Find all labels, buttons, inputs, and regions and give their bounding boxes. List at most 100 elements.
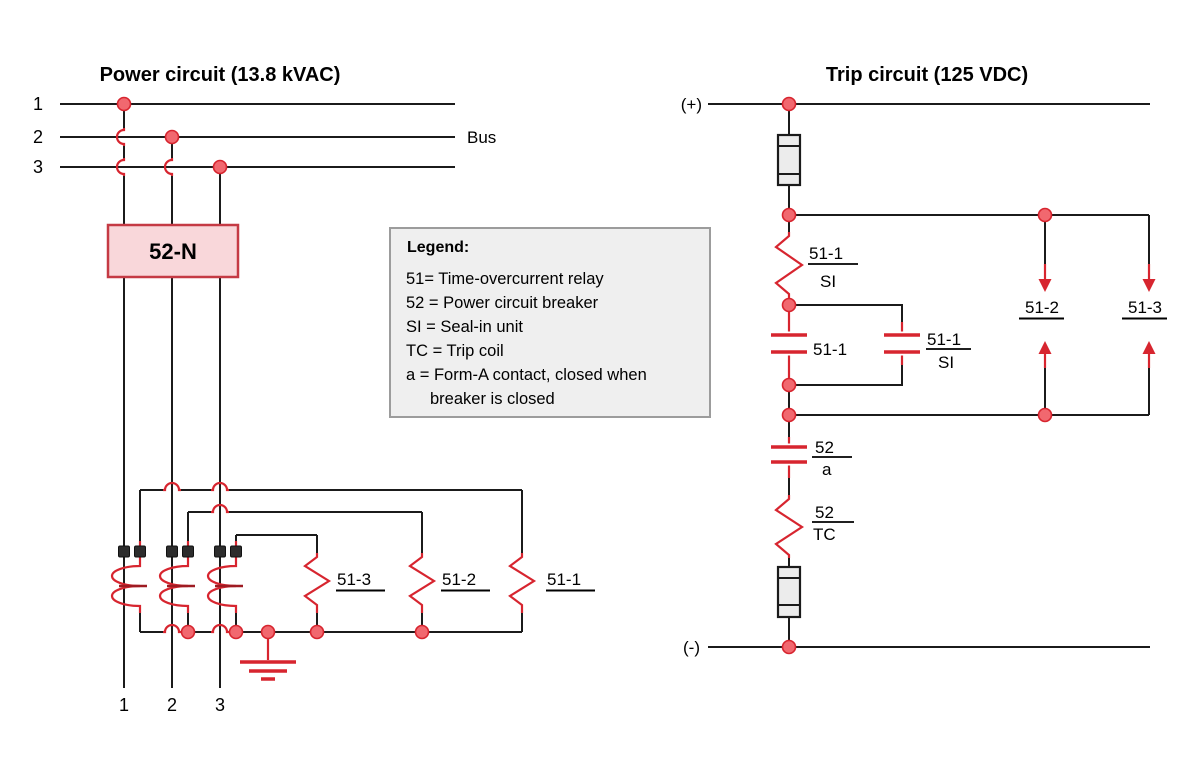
ct-common-bus (140, 623, 522, 634)
trip-circuit-title: Trip circuit (125 VDC) (826, 64, 1028, 86)
relay-coil-label: 51-1 (547, 570, 581, 589)
contact-label-den: SI (938, 353, 954, 372)
relay-coil-51-3: 51-3 (303, 535, 385, 632)
fuse-top (776, 133, 802, 187)
junction-dot (781, 297, 797, 313)
legend-entry: 51= Time-overcurrent relay (406, 270, 604, 288)
fuse-body (776, 133, 802, 187)
ct-feed-lines (140, 481, 522, 536)
branch-lines (789, 214, 1149, 416)
negative-terminal-label: (-) (683, 638, 700, 657)
branch-contact-51-3: 51-3 (1122, 215, 1167, 415)
fuse-body (776, 565, 802, 619)
breaker-52n: 52-N (106, 223, 240, 279)
wire-hop (163, 623, 181, 634)
wire-hop (211, 503, 229, 514)
positive-terminal-label: (+) (681, 95, 702, 114)
fuse-bottom (776, 565, 802, 619)
coil-label-den: SI (820, 272, 836, 291)
junction-dot (1037, 407, 1053, 423)
wire-hop (211, 623, 229, 634)
junction-dot (781, 407, 797, 423)
bus-lines: 1 2 3 Bus (33, 94, 496, 177)
junction-dot (781, 377, 797, 393)
contact-label-den: a (822, 460, 832, 479)
trip-circuit: Trip circuit (125 VDC) (+) (-) 51-1 SI (681, 64, 1167, 657)
legend: Legend: 51= Time-overcurrent relay 52 = … (389, 227, 711, 418)
contact-51-1: 51-1 (771, 307, 847, 380)
branch-contact-51-2: 51-2 (1019, 215, 1064, 415)
contact-label-num: 51-1 (927, 330, 961, 349)
power-junction-dots (116, 96, 430, 640)
phase-bottom-label-2: 2 (167, 695, 177, 715)
coil-label-num: 52 (815, 503, 834, 522)
phase-bottom-label-3: 3 (215, 695, 225, 715)
relay-coil-51-1: 51-1 (508, 490, 595, 632)
coil-label-den: TC (813, 525, 836, 544)
wire-hop (211, 481, 229, 492)
branch-wire (789, 304, 903, 386)
relay-coil-label: 51-2 (442, 570, 476, 589)
bus-phase-label-2: 2 (33, 127, 43, 147)
bus-phase-label-1: 1 (33, 94, 43, 114)
junction-dot (309, 624, 325, 640)
dc-rails: (+) (-) (681, 95, 1150, 657)
junction-dot (164, 129, 180, 145)
seal-in-coil-51-1: 51-1 SI (774, 232, 858, 303)
phase-bottom-label-1: 1 (119, 695, 129, 715)
junction-dot (781, 96, 797, 112)
bus-label: Bus (467, 128, 496, 147)
legend-title: Legend: (407, 239, 469, 256)
down-arrow-icon (1038, 279, 1052, 292)
junction-dot (116, 96, 132, 112)
wire-hop (163, 158, 174, 176)
current-transformer-1 (110, 490, 147, 632)
relay-coil-zigzag (303, 553, 332, 613)
breaker-aux-contact-52a: 52 a (771, 437, 852, 479)
trip-junction-dots (781, 96, 1053, 655)
legend-entry: a = Form-A contact, closed when (406, 366, 647, 384)
legend-entry: TC = Trip coil (406, 342, 504, 360)
relay-coil-zigzag (508, 553, 537, 613)
legend-entry: SI = Seal-in unit (406, 318, 523, 336)
ct-terminal (230, 545, 242, 558)
legend-panel (389, 227, 711, 418)
phase-conductors: 1 2 3 (115, 104, 225, 715)
breaker-52n-label: 52-N (149, 239, 197, 264)
junction-dot (781, 207, 797, 223)
down-arrow-icon (1142, 279, 1156, 292)
relay-coil-51-2: 51-2 (408, 512, 490, 632)
wire-hop (115, 158, 126, 176)
wire-hop (115, 128, 126, 146)
ct-terminal (118, 545, 130, 558)
junction-dot (228, 624, 244, 640)
coil-label-num: 51-1 (809, 244, 843, 263)
junction-dot (260, 624, 276, 640)
relay-coil-label: 51-3 (337, 570, 371, 589)
trip-coil-52tc: 52 TC (774, 495, 854, 558)
up-arrow-icon (1038, 341, 1052, 354)
junction-dot (180, 624, 196, 640)
junction-dot (781, 639, 797, 655)
branch-label: 51-3 (1128, 298, 1162, 317)
power-circuit-title: Power circuit (13.8 kVAC) (100, 64, 341, 86)
up-arrow-icon (1142, 341, 1156, 354)
coil-zigzag (774, 232, 804, 303)
junction-dot (1037, 207, 1053, 223)
ct-terminal (214, 545, 226, 558)
power-circuit: Power circuit (13.8 kVAC) 1 2 3 Bus 1 2 … (33, 64, 595, 715)
ct-terminal (134, 545, 146, 558)
bus-phase-label-3: 3 (33, 157, 43, 177)
legend-entry: 52 = Power circuit breaker (406, 294, 599, 312)
junction-dot (414, 624, 430, 640)
coil-zigzag (774, 495, 805, 558)
ct-terminal (182, 545, 194, 558)
contact-label-num: 52 (815, 438, 834, 457)
contact-label: 51-1 (813, 340, 847, 359)
wire-hop (163, 481, 181, 492)
junction-dot (212, 159, 228, 175)
breaker-52n-box (106, 223, 240, 279)
current-transformer-2 (158, 512, 195, 632)
seal-in-contact-51-1: 51-1 SI (789, 304, 971, 386)
